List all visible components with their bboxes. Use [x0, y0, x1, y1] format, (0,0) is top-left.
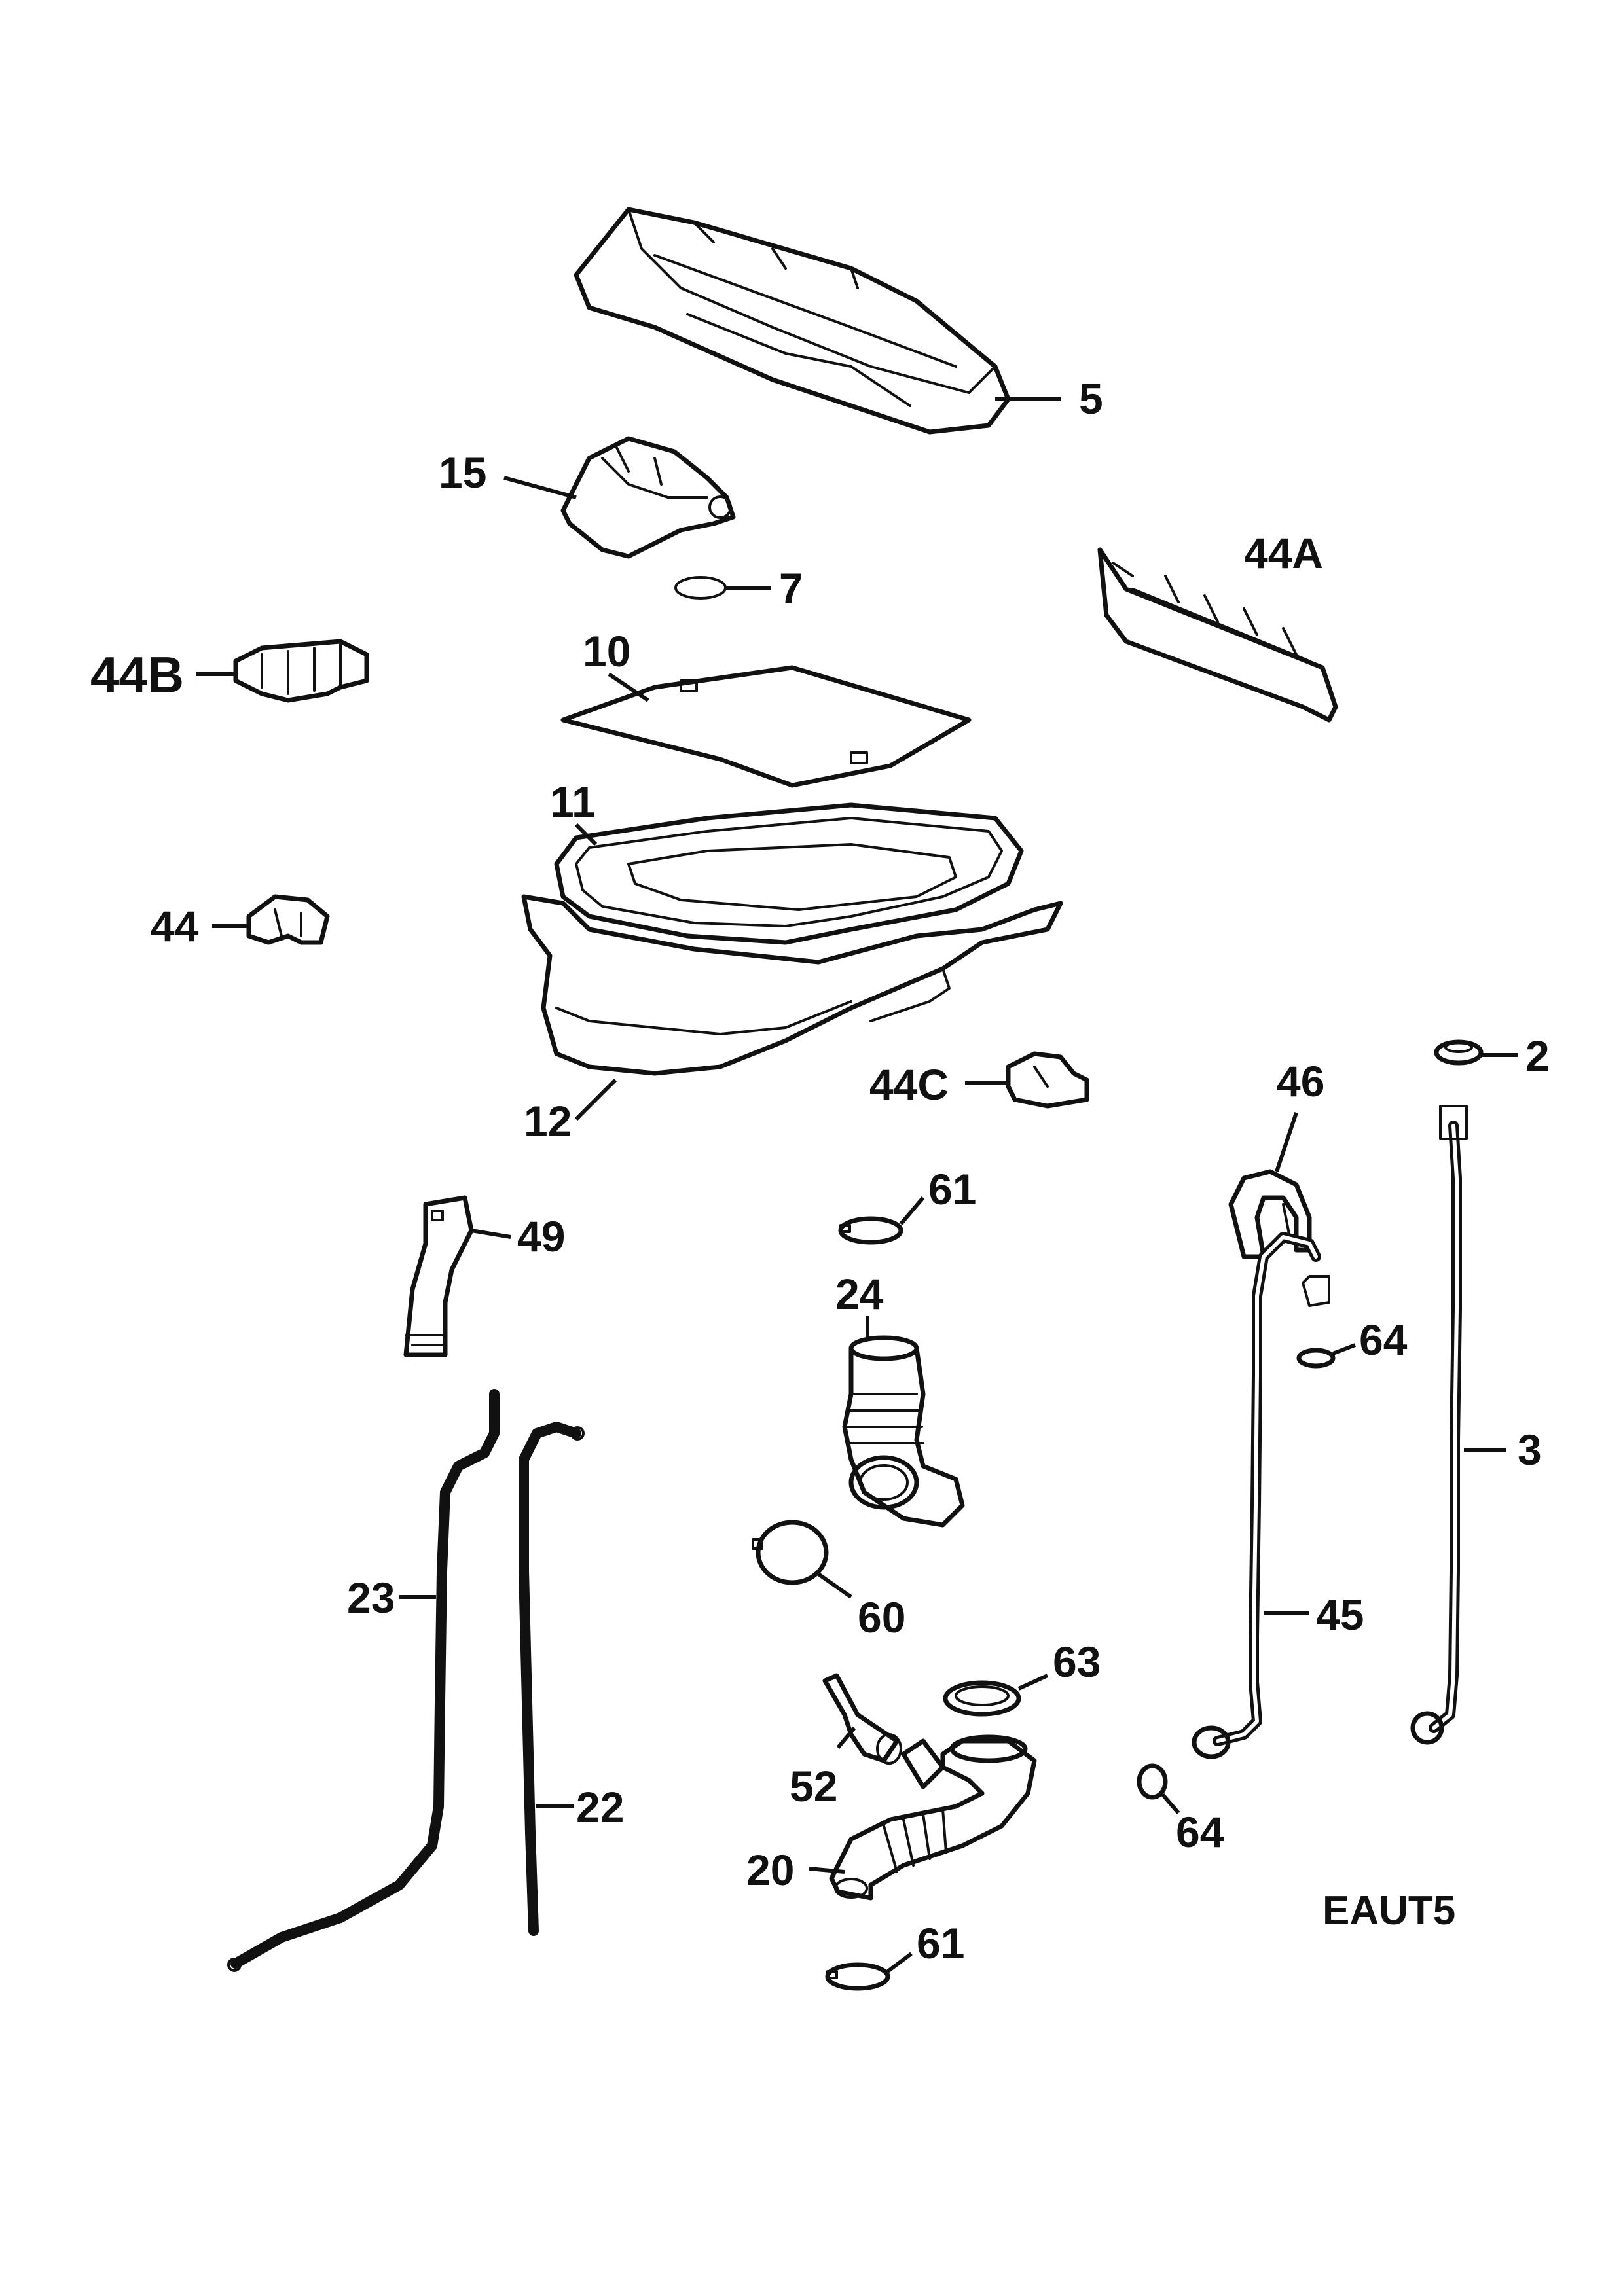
- callout-61-top: 61: [928, 1165, 976, 1213]
- part-23-hose: [227, 1389, 500, 1972]
- leader-61-top: [899, 1196, 925, 1225]
- leader-46: [1275, 1112, 1298, 1172]
- callout-10: 10: [583, 627, 630, 675]
- part-46-hose-hook: [1228, 1169, 1312, 1259]
- part-7-seal: [674, 576, 727, 600]
- callout-63: 63: [1053, 1638, 1101, 1686]
- callout-22: 22: [576, 1783, 624, 1831]
- part-2-cap: [1434, 1039, 1484, 1066]
- callout-64-lower: 64: [1176, 1808, 1224, 1856]
- callout-52: 52: [790, 1762, 837, 1810]
- part-52-tube: [822, 1673, 902, 1765]
- part-64-ring-lower: [1137, 1763, 1168, 1800]
- part-44-clip: [246, 894, 330, 945]
- part-63-clamp: [943, 1680, 1021, 1717]
- part-64-clamp-upper: [1296, 1348, 1336, 1369]
- leader-60: [817, 1572, 852, 1599]
- callout-64-upper: 64: [1359, 1316, 1408, 1364]
- callout-24: 24: [835, 1270, 884, 1318]
- part-49-bracket: [403, 1195, 474, 1357]
- callout-12: 12: [524, 1097, 572, 1145]
- callout-44b: 44B: [90, 646, 184, 704]
- callout-23: 23: [347, 1573, 395, 1622]
- part-45-drain-hose: [1192, 1232, 1330, 1759]
- callout-45: 45: [1316, 1590, 1364, 1639]
- part-20-elbow-hose: [829, 1734, 1037, 1901]
- part-3-inlet-hose: [1410, 1105, 1468, 1745]
- callout-49: 49: [517, 1212, 565, 1261]
- part-22-hose: [519, 1422, 585, 1936]
- callout-46: 46: [1277, 1057, 1324, 1105]
- part-44a-clip-rail: [1097, 547, 1338, 723]
- callout-11: 11: [550, 778, 596, 826]
- leader-20: [809, 1867, 845, 1874]
- diagram-code: EAUT5: [1322, 1888, 1455, 1933]
- part-12-tub-boot: [521, 894, 1063, 1076]
- part-44b-multi-clip: [233, 639, 369, 703]
- leader-61-bottom: [886, 1952, 913, 1973]
- leader-63: [1017, 1674, 1049, 1691]
- callout-20: 20: [746, 1846, 794, 1894]
- part-44c-clip: [1006, 1051, 1089, 1109]
- callout-61-bottom: 61: [917, 1919, 964, 1967]
- callout-7: 7: [779, 564, 803, 613]
- part-61-clamp-bottom: [825, 1962, 890, 1991]
- leader-10: [608, 672, 649, 702]
- callout-44a: 44A: [1244, 529, 1323, 577]
- leader-15: [503, 476, 577, 499]
- callout-15: 15: [439, 448, 486, 497]
- callout-2: 2: [1525, 1031, 1550, 1080]
- leader-49: [471, 1229, 511, 1239]
- part-11-gasket: [554, 802, 1024, 945]
- leader-12: [574, 1078, 617, 1121]
- callout-5: 5: [1079, 374, 1103, 423]
- part-61-clamp-top: [838, 1216, 903, 1245]
- leader-64-upper: [1332, 1343, 1357, 1355]
- leader-52: [836, 1727, 856, 1749]
- callout-60: 60: [858, 1593, 905, 1641]
- leader-64-lower: [1161, 1793, 1180, 1814]
- part-60-clamp: [752, 1520, 829, 1585]
- leader-11: [574, 823, 598, 846]
- callout-3: 3: [1518, 1426, 1542, 1474]
- part-5-dispenser-housing: [574, 207, 1011, 435]
- part-10-plate: [560, 665, 972, 788]
- part-15-valve: [560, 436, 736, 559]
- part-24-sump-hose: [842, 1335, 965, 1528]
- callout-44: 44: [151, 902, 199, 950]
- callout-44c: 44C: [869, 1060, 949, 1109]
